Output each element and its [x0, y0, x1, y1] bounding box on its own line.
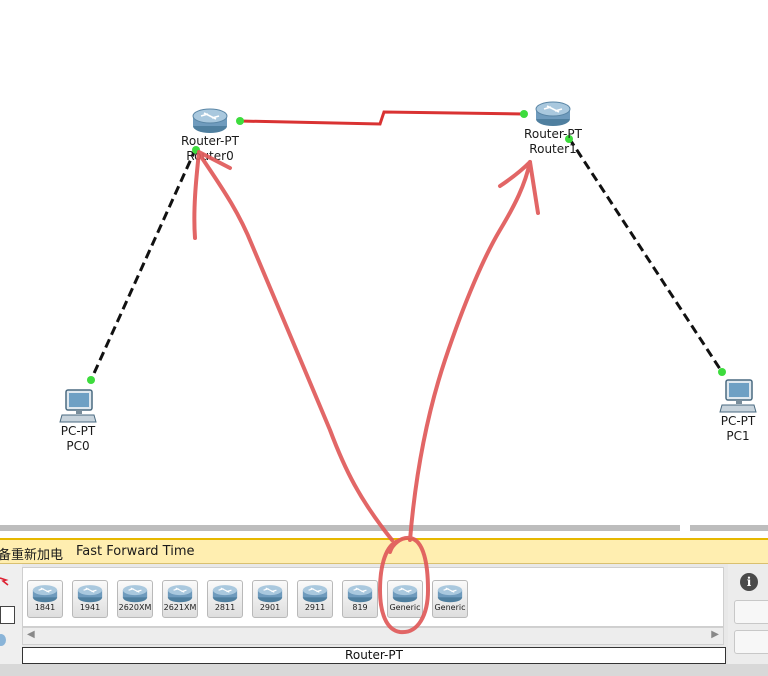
- ethernet-link-router1-pc1[interactable]: [567, 137, 724, 373]
- device-model-1841[interactable]: 1841: [27, 580, 63, 618]
- device-type-label: PC-PT: [720, 414, 756, 428]
- device-type-label: Router-PT: [181, 134, 239, 148]
- router-icon: [535, 101, 571, 126]
- link-light: [236, 117, 244, 125]
- router-icon: [437, 585, 463, 603]
- link-light: [565, 135, 573, 143]
- router-icon: [347, 585, 373, 603]
- ethernet-link-router0-pc0[interactable]: [89, 147, 198, 381]
- divider-bar: [690, 525, 768, 531]
- router-icon: [77, 585, 103, 603]
- info-icon[interactable]: i: [740, 573, 758, 591]
- device-model-1941[interactable]: 1941: [72, 580, 108, 618]
- device-model-generic-router-pt-empty[interactable]: Generic: [432, 580, 468, 618]
- device-panel: 1841 1941 2620XM 2621XM 2811 2901 2911: [0, 564, 768, 676]
- device-model-label: 1841: [34, 603, 56, 612]
- device-pc0[interactable]: PC-PT PC0: [48, 388, 108, 454]
- selected-device-name: Router-PT: [22, 647, 726, 664]
- device-name-label: PC0: [66, 439, 90, 453]
- router-icon: [192, 108, 228, 133]
- device-model-label: Generic: [389, 603, 421, 612]
- pc-icon: [59, 389, 97, 423]
- device-model-label: 2911: [304, 603, 326, 612]
- device-model-2620xm[interactable]: 2620XM: [117, 580, 153, 618]
- scroll-right-arrow-icon[interactable]: ▶: [711, 629, 719, 640]
- device-model-2901[interactable]: 2901: [252, 580, 288, 618]
- device-name-label: Router0: [186, 149, 234, 163]
- device-pc1[interactable]: PC-PT PC1: [708, 378, 768, 444]
- device-model-2621xm[interactable]: 2621XM: [162, 580, 198, 618]
- pc-icon: [719, 379, 757, 413]
- device-type-label: PC-PT: [60, 424, 96, 438]
- device-model-generic-router-pt[interactable]: Generic: [387, 580, 423, 618]
- device-model-list: 1841 1941 2620XM 2621XM 2811 2901 2911: [22, 567, 724, 627]
- category-circle-icon[interactable]: [0, 634, 6, 646]
- panel-button[interactable]: [734, 630, 768, 654]
- device-model-label: 819: [352, 603, 368, 612]
- power-cycle-devices-button[interactable]: 备重新加电: [0, 548, 64, 563]
- panel-button[interactable]: [734, 600, 768, 624]
- device-list-scrollbar[interactable]: ◀ ▶: [22, 627, 724, 645]
- workspace-divider[interactable]: [0, 522, 768, 532]
- realtime-bar: 备重新加电 Fast Forward Time: [0, 538, 768, 564]
- device-model-819[interactable]: 819: [342, 580, 378, 618]
- device-category-panel: [0, 564, 22, 664]
- device-model-label: Generic: [434, 603, 466, 612]
- serial-link-router0-router1[interactable]: [239, 110, 525, 126]
- link-light: [718, 368, 726, 376]
- scroll-left-arrow-icon[interactable]: ◀: [27, 629, 35, 640]
- device-router1[interactable]: Router-PT Router1: [513, 99, 593, 157]
- router-icon: [257, 585, 283, 603]
- logical-workspace[interactable]: Router-PT Router0 Router-PT Router1 PC-P…: [0, 0, 768, 522]
- device-model-label: 1941: [79, 603, 101, 612]
- device-name-label: Router1: [529, 142, 577, 156]
- link-layer: [87, 110, 726, 384]
- router-icon: [167, 585, 193, 603]
- bottom-strip: [0, 664, 768, 676]
- divider-bar: [0, 525, 680, 531]
- fast-forward-time-button[interactable]: Fast Forward Time: [76, 544, 195, 559]
- lightning-icon[interactable]: [0, 576, 10, 586]
- router-icon: [122, 585, 148, 603]
- router-icon: [302, 585, 328, 603]
- device-model-2811[interactable]: 2811: [207, 580, 243, 618]
- device-model-2911[interactable]: 2911: [297, 580, 333, 618]
- link-light: [520, 110, 528, 118]
- device-model-label: 2811: [214, 603, 236, 612]
- device-model-label: 2901: [259, 603, 281, 612]
- custom-device-panel: i: [728, 564, 768, 664]
- device-name-label: PC1: [726, 429, 750, 443]
- device-model-label: 2620XM: [118, 603, 152, 612]
- router-icon: [212, 585, 238, 603]
- category-box[interactable]: [0, 606, 15, 624]
- router-icon: [392, 585, 418, 603]
- device-router0[interactable]: Router-PT Router0: [170, 106, 250, 164]
- device-type-label: Router-PT: [524, 127, 582, 141]
- link-light: [87, 376, 95, 384]
- device-model-label: 2621XM: [163, 603, 197, 612]
- router-icon: [32, 585, 58, 603]
